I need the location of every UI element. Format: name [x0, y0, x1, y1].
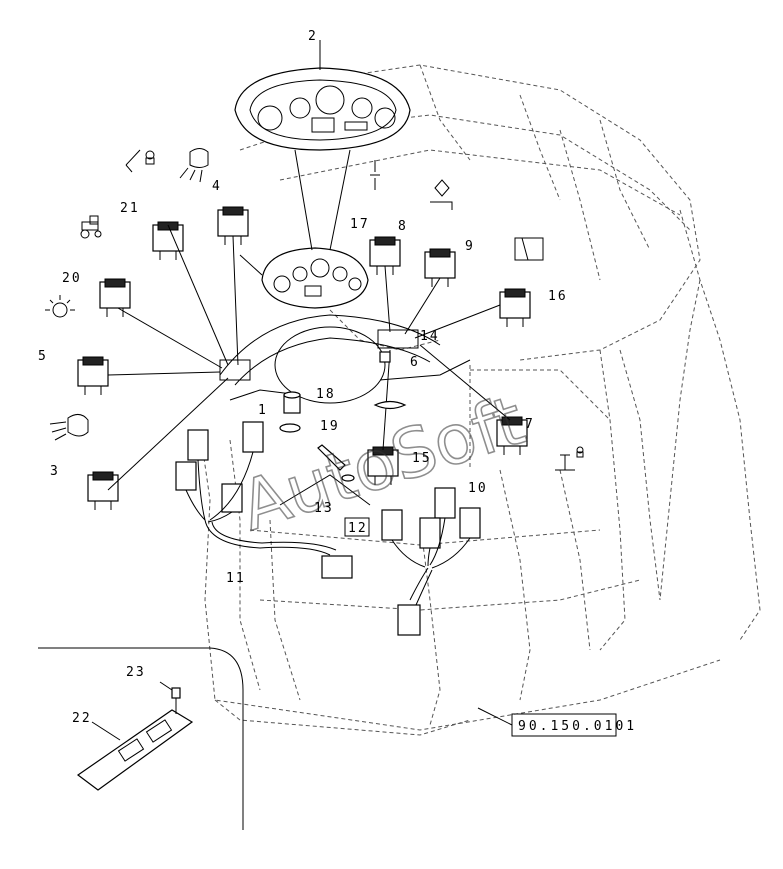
- callout-5: 5: [38, 349, 48, 364]
- rocker-switch: [424, 248, 456, 287]
- instrument-cluster-small: [261, 149, 369, 309]
- callout-8: 8: [398, 219, 408, 234]
- callout-10: 10: [468, 481, 488, 496]
- wiper-icon: [514, 237, 544, 261]
- callout-18: 18: [316, 387, 336, 402]
- callout-20: 20: [62, 271, 82, 286]
- callout-7: 7: [525, 417, 535, 432]
- rocker-switch: [99, 278, 131, 317]
- callout-21: 21: [120, 201, 140, 216]
- rocker-switch: [496, 416, 528, 455]
- callout-6: 6: [410, 355, 420, 370]
- inset-detail: 23 22: [38, 647, 244, 830]
- arrows-icon: [370, 160, 380, 190]
- headlight-icon: [49, 414, 89, 441]
- callout-13: 13: [314, 501, 334, 516]
- instrument-cluster-large: [234, 40, 411, 151]
- callout-2: 2: [308, 29, 318, 44]
- hazard-icon: [430, 179, 453, 210]
- rocker-switch: [152, 221, 184, 260]
- callout-14: 14: [420, 329, 440, 344]
- rocker-switch: [369, 236, 401, 275]
- callout-12: 12: [348, 521, 368, 536]
- rocker-switch: [499, 288, 531, 327]
- callout-3: 3: [50, 464, 60, 479]
- callout-11: 11: [226, 571, 246, 586]
- callout-17: 17: [350, 217, 370, 232]
- leader-lines: [107, 224, 511, 491]
- callout-15: 15: [412, 451, 432, 466]
- horn-part: [373, 351, 407, 410]
- rocker-switch: [87, 471, 119, 510]
- harness-left: [175, 421, 353, 579]
- callout-19: 19: [320, 419, 340, 434]
- callout-1: 1: [258, 403, 268, 418]
- rocker-switch: [77, 356, 109, 395]
- rocker-switch: [217, 206, 249, 245]
- beacon-light-icon: [45, 295, 75, 318]
- reference-code-text: 90.150.0101: [518, 719, 637, 734]
- callout-16: 16: [548, 289, 568, 304]
- callout-bracket: [279, 474, 371, 537]
- cab-outline: [199, 64, 761, 736]
- callout-9: 9: [465, 239, 475, 254]
- callout-numbers: 2 4 21 20 5 3 17 8 9 16 18 19 7 15 13 12…: [38, 29, 568, 586]
- implement-lock-icon: [125, 149, 155, 173]
- harness-right: [381, 487, 481, 636]
- socket-part: [279, 391, 355, 482]
- callout-23: 23: [126, 665, 146, 680]
- diff-lock-icon: [555, 446, 584, 471]
- callout-4: 4: [212, 179, 222, 194]
- callout-22: 22: [72, 711, 92, 726]
- tractor-icon: [80, 215, 102, 239]
- work-light-icon: [179, 148, 209, 183]
- reference-code: 90.150.0101: [477, 707, 637, 737]
